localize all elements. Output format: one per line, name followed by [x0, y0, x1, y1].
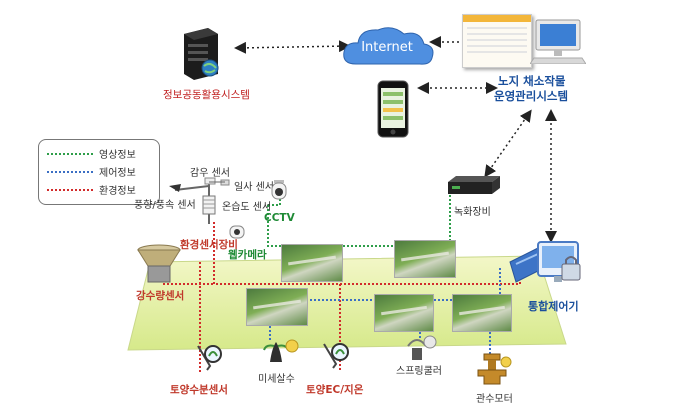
- webcam-icon: [229, 225, 245, 239]
- cctv-label: CCTV: [264, 212, 295, 224]
- irrigation-motor-icon: [477, 353, 512, 385]
- recorder-system-link: [484, 109, 532, 178]
- legend-swatch: [47, 189, 93, 191]
- recorder-icon: [448, 176, 500, 194]
- server-internet-link: [234, 40, 351, 54]
- internet-cloud: Internet: [340, 26, 434, 70]
- video-info-line: [267, 192, 451, 247]
- webcam-label: 웹카메라: [228, 249, 267, 261]
- legend-swatch: [47, 153, 93, 155]
- legend-label: 환경정보: [99, 186, 136, 197]
- rain-sensor-label: 감우 센서: [190, 168, 230, 179]
- sprinkler-label: 스프링쿨러: [396, 366, 442, 377]
- micro-sprinkler-icon: [263, 339, 299, 362]
- controller-label: 통합제어기: [528, 300, 579, 313]
- legend-item-video: 영상정보: [47, 146, 153, 161]
- legend-item-environment: 환경정보: [47, 182, 153, 197]
- legend-swatch: [47, 171, 93, 173]
- env-equipment-label: 환경센서장비: [180, 239, 238, 251]
- smartphone-icon: [377, 80, 409, 138]
- system-label-line1: 노지 채소작물: [498, 74, 566, 88]
- computer-icon: [530, 19, 586, 64]
- cloud-icon: [343, 27, 434, 65]
- server-icon: [184, 28, 219, 80]
- crop-photo: [374, 294, 434, 332]
- legend-label: 영상정보: [99, 150, 136, 161]
- controller-icon: [509, 241, 581, 283]
- server-label: 정보공동활용시스템: [163, 89, 250, 101]
- cctv-camera-icon: [271, 180, 287, 200]
- micro-sprinkler-label: 미세살수: [258, 374, 295, 385]
- legend-item-control: 제어정보: [47, 164, 153, 179]
- soil-moisture-sensor-icon: [197, 345, 222, 371]
- weather-station-icon: [169, 177, 230, 224]
- legend-label: 제어정보: [99, 168, 136, 179]
- irrigation-motor-label: 관수모터: [476, 394, 513, 405]
- system-label-line2: 운영관리시스템: [494, 89, 569, 103]
- crop-photo: [394, 240, 456, 278]
- rain-gauge-icon: [137, 244, 181, 283]
- temp-humidity-sensor-label: 온습도 센서: [222, 202, 272, 213]
- legend: 영상정보 제어정보 환경정보: [38, 139, 160, 205]
- web-screen: [462, 14, 532, 68]
- sunlight-sensor-label: 일사 센서: [234, 182, 274, 193]
- crop-photo: [281, 244, 343, 282]
- wind-sensor-label: 풍향/풍속 센서: [134, 200, 196, 211]
- internet-label: Internet: [361, 40, 413, 55]
- soil-ec-sensor-icon: [323, 343, 349, 369]
- crop-photo: [452, 294, 512, 332]
- soil-ec-label: 토양EC/지온: [306, 384, 364, 396]
- sprinkler-icon: [407, 335, 437, 360]
- crop-photo: [246, 288, 308, 326]
- soil-moisture-label: 토양수분센서: [170, 384, 228, 396]
- rain-gauge-label: 강수량센서: [136, 290, 185, 302]
- recorder-label: 녹화장비: [454, 207, 491, 218]
